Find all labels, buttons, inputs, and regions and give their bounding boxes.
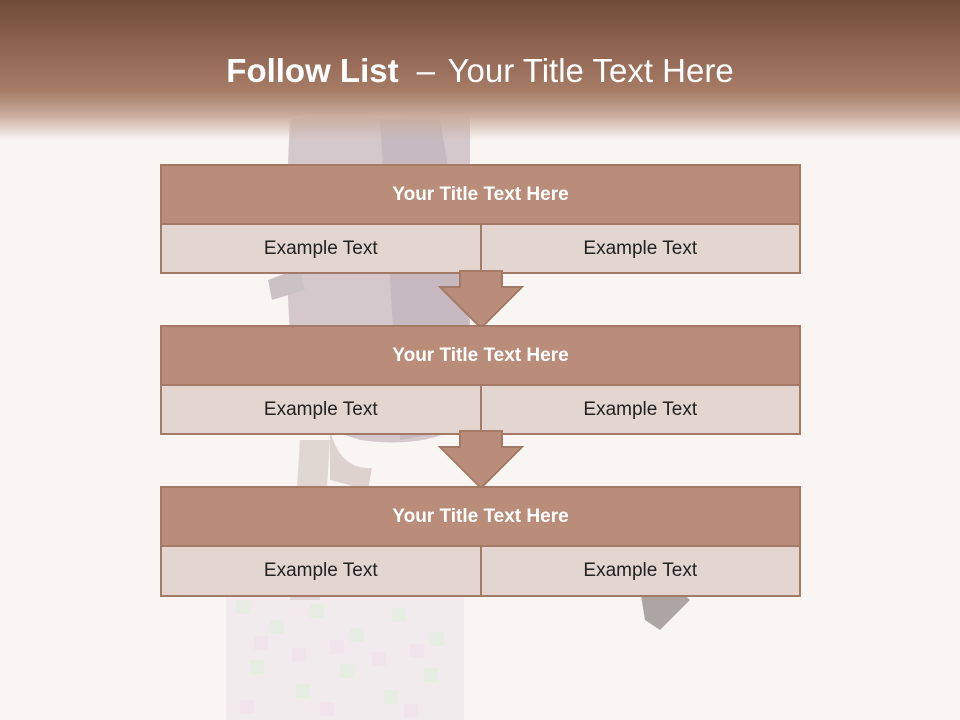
block-row: Example Text Example Text xyxy=(162,547,799,595)
down-arrow-icon xyxy=(438,270,524,330)
list-block-1: Your Title Text Here Example Text Exampl… xyxy=(160,164,801,274)
slide-title: Follow List– Your Title Text Here xyxy=(0,52,960,90)
header-banner: Follow List– Your Title Text Here xyxy=(0,0,960,140)
slide-title-bold: Follow List xyxy=(226,52,399,89)
block-cell-left: Example Text xyxy=(162,547,480,595)
block-row: Example Text Example Text xyxy=(162,386,799,433)
block-cell-right: Example Text xyxy=(479,547,799,595)
block-cell-right: Example Text xyxy=(479,386,799,433)
slide-title-rest: Your Title Text Here xyxy=(447,52,734,89)
slide-title-separator: – xyxy=(416,52,435,89)
block-title: Your Title Text Here xyxy=(162,327,799,386)
list-block-2: Your Title Text Here Example Text Exampl… xyxy=(160,325,801,435)
block-title: Your Title Text Here xyxy=(162,166,799,225)
block-cell-left: Example Text xyxy=(162,386,480,433)
down-arrow-icon xyxy=(438,430,524,490)
block-row: Example Text Example Text xyxy=(162,225,799,272)
block-cell-left: Example Text xyxy=(162,225,480,272)
block-title: Your Title Text Here xyxy=(162,488,799,547)
list-block-3: Your Title Text Here Example Text Exampl… xyxy=(160,486,801,597)
block-cell-right: Example Text xyxy=(479,225,799,272)
